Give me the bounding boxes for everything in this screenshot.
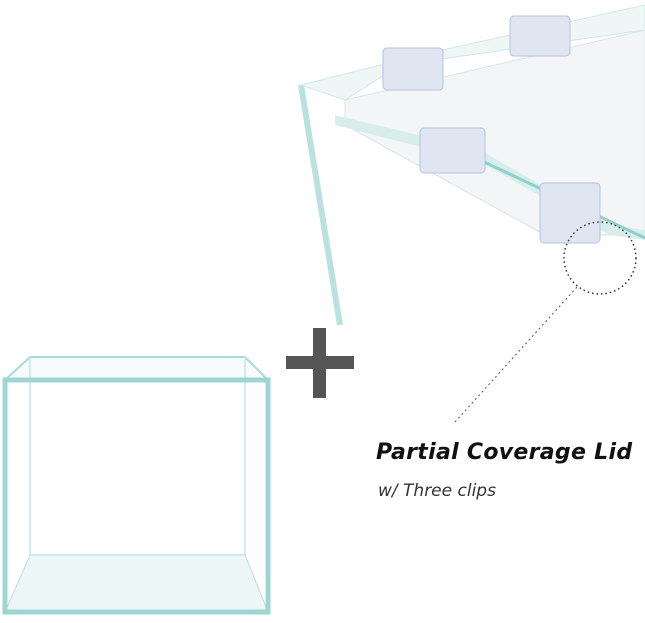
lid-clip [539, 182, 601, 244]
detail-circle [563, 221, 637, 295]
product-subtitle: w/ Three clips [378, 481, 496, 501]
glass-lid [298, 4, 645, 423]
lid-clip [419, 127, 486, 174]
lid-clip [382, 47, 444, 91]
callout-line [454, 286, 578, 423]
plus-icon [286, 328, 354, 398]
product-title: Partial Coverage Lid [376, 440, 633, 465]
glass-tank [2, 356, 271, 615]
lid-clip [509, 15, 571, 57]
